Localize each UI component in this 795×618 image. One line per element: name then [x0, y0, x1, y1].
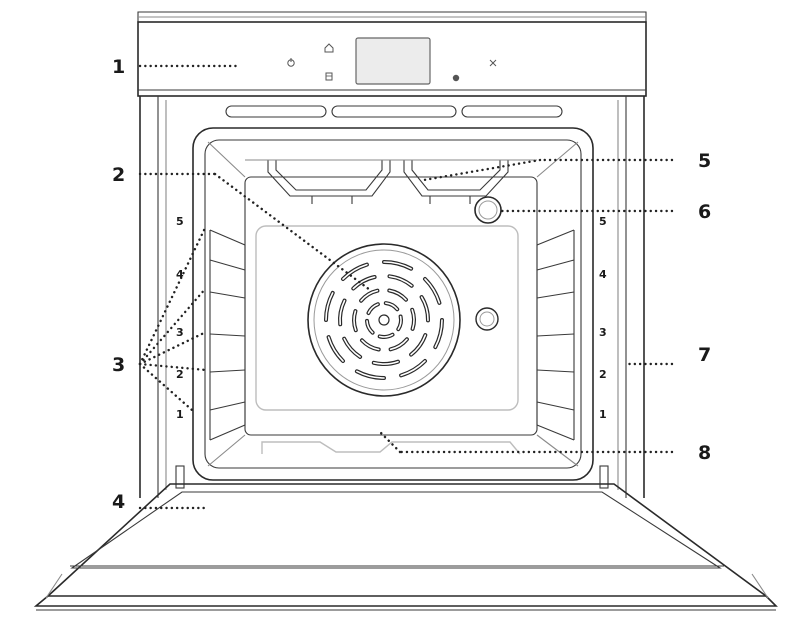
- callout-7: 7: [698, 344, 711, 366]
- shelf-level-labels-right: 5 4 3 2 1: [599, 215, 607, 421]
- home-icon: [324, 43, 334, 53]
- shelf-level-right-3: 3: [599, 326, 607, 339]
- left-shelf-runners: [209, 229, 246, 441]
- fan-blade-slot: [325, 292, 334, 321]
- fan-blade-slot: [383, 261, 412, 270]
- oven-door-open: [33, 483, 778, 611]
- control-panel: [137, 21, 647, 97]
- fan-blade-slot: [353, 310, 357, 331]
- fan-blade-slot: [424, 278, 441, 304]
- callout-3: 3: [112, 354, 125, 376]
- fan-blade-slot: [327, 336, 344, 362]
- fan-blade-slot: [410, 334, 427, 356]
- control-display: [355, 37, 431, 85]
- callout-4: 4: [112, 491, 125, 513]
- fan-blade-slot: [356, 370, 385, 379]
- fan-blade-slot: [352, 276, 376, 290]
- oven-top-trim: [137, 11, 647, 23]
- fan-blade-slot: [385, 302, 398, 311]
- fan-blade-slot: [411, 309, 415, 330]
- shelf-level-right-1: 1: [599, 408, 607, 421]
- settings-icon: [452, 74, 460, 82]
- fan-blade-slot: [434, 319, 443, 348]
- shelf-level-right-4: 4: [599, 268, 607, 281]
- shelf-level-labels-left: 5 4 3 2 1: [176, 215, 184, 421]
- door-hinges: [175, 465, 609, 489]
- shelf-level-right-2: 2: [599, 368, 607, 381]
- fan-blade-slot: [420, 296, 429, 322]
- fan-blade-slot: [388, 289, 407, 301]
- fan-blade-slot: [397, 315, 402, 330]
- back-wall-lamp: [475, 307, 499, 331]
- fan-blade-slot: [343, 337, 361, 358]
- fan-blade-slot: [378, 333, 394, 338]
- fan-blade-slot: [400, 360, 426, 377]
- callout-6: 6: [698, 201, 711, 223]
- fan-blade-slot: [388, 275, 413, 287]
- right-shelf-runners: [536, 229, 575, 441]
- oven-frame: [139, 96, 645, 498]
- fan-blade-slot: [389, 338, 408, 351]
- shelf-level-left-4: 4: [176, 268, 184, 281]
- close-icon: [489, 59, 497, 67]
- callout-8: 8: [698, 442, 711, 464]
- callout-5: 5: [698, 150, 711, 172]
- callout-2: 2: [112, 164, 125, 186]
- bottom-heating-element: [261, 441, 521, 455]
- shelf-level-left-3: 3: [176, 326, 184, 339]
- fan-blades: [323, 259, 445, 381]
- fan-blade-slot: [361, 339, 380, 351]
- cooling-vents: [225, 105, 563, 118]
- fan-cover: [307, 243, 461, 397]
- fan-blade-slot: [373, 360, 399, 365]
- shelf-level-left-2: 2: [176, 368, 184, 381]
- shelf-level-left-1: 1: [176, 408, 184, 421]
- callout-labels: 1 2 3 4 5 6 7 8: [112, 56, 711, 513]
- fan-blade-slot: [360, 289, 379, 302]
- shelf-level-right-5: 5: [599, 215, 607, 228]
- oven-mode-icon: [325, 72, 333, 81]
- fan-blade-slot: [366, 320, 374, 334]
- shelf-level-left-5: 5: [176, 215, 184, 228]
- fan-blade-slot: [339, 299, 346, 326]
- fan-blade-slot: [342, 263, 368, 280]
- callout-1: 1: [112, 56, 125, 78]
- oven-lamp: [474, 196, 502, 224]
- top-heating-element: [245, 159, 537, 204]
- leader-lines: [138, 64, 674, 510]
- fan-blade-slot: [367, 303, 379, 314]
- power-icon: [287, 58, 295, 67]
